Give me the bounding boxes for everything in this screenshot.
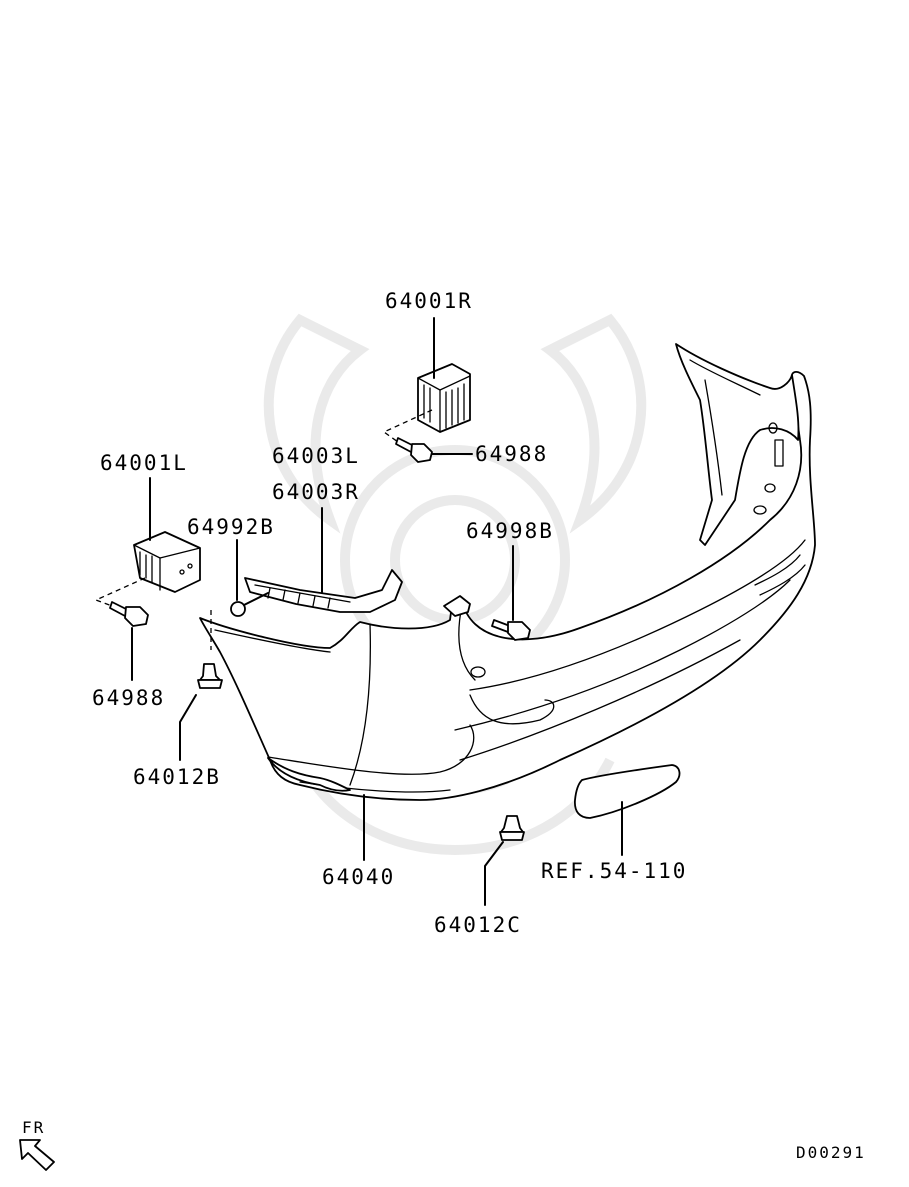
clip-64012B [197, 663, 223, 689]
clip-64012C [499, 815, 525, 841]
leader-lines [131, 317, 623, 906]
bumper-lower-spoiler [267, 757, 351, 792]
side-bracket-64003 [244, 569, 403, 613]
label-64001L: 64001L [100, 451, 188, 475]
orientation-label: FR [22, 1118, 45, 1137]
label-64988-upper: 64988 [475, 442, 548, 466]
screw-64992B [230, 592, 269, 617]
label-64001R: 64001R [385, 289, 473, 313]
assembly-guides [94, 409, 433, 650]
label-64003R: 64003R [272, 480, 360, 504]
label-64988-lower: 64988 [92, 686, 165, 710]
bumper-fascia [199, 343, 816, 801]
label-64040: 64040 [322, 865, 395, 889]
bracket-64001L [133, 531, 201, 593]
bracket-64001R [417, 363, 471, 433]
bolt-64988-upper [395, 437, 433, 463]
label-ref-54-110: REF.54-110 [541, 859, 687, 883]
bolt-64988-lower [109, 601, 149, 627]
label-64012C: 64012C [434, 913, 522, 937]
front-direction-arrow-icon [19, 1139, 55, 1171]
reflector [574, 764, 681, 819]
drawing-number: D00291 [796, 1143, 866, 1162]
label-64003L: 64003L [272, 444, 360, 468]
mount-tab [443, 595, 471, 617]
label-64998B: 64998B [466, 519, 554, 543]
label-64012B: 64012B [133, 765, 221, 789]
bolt-64998B [491, 619, 531, 641]
label-64992B: 64992B [187, 515, 275, 539]
